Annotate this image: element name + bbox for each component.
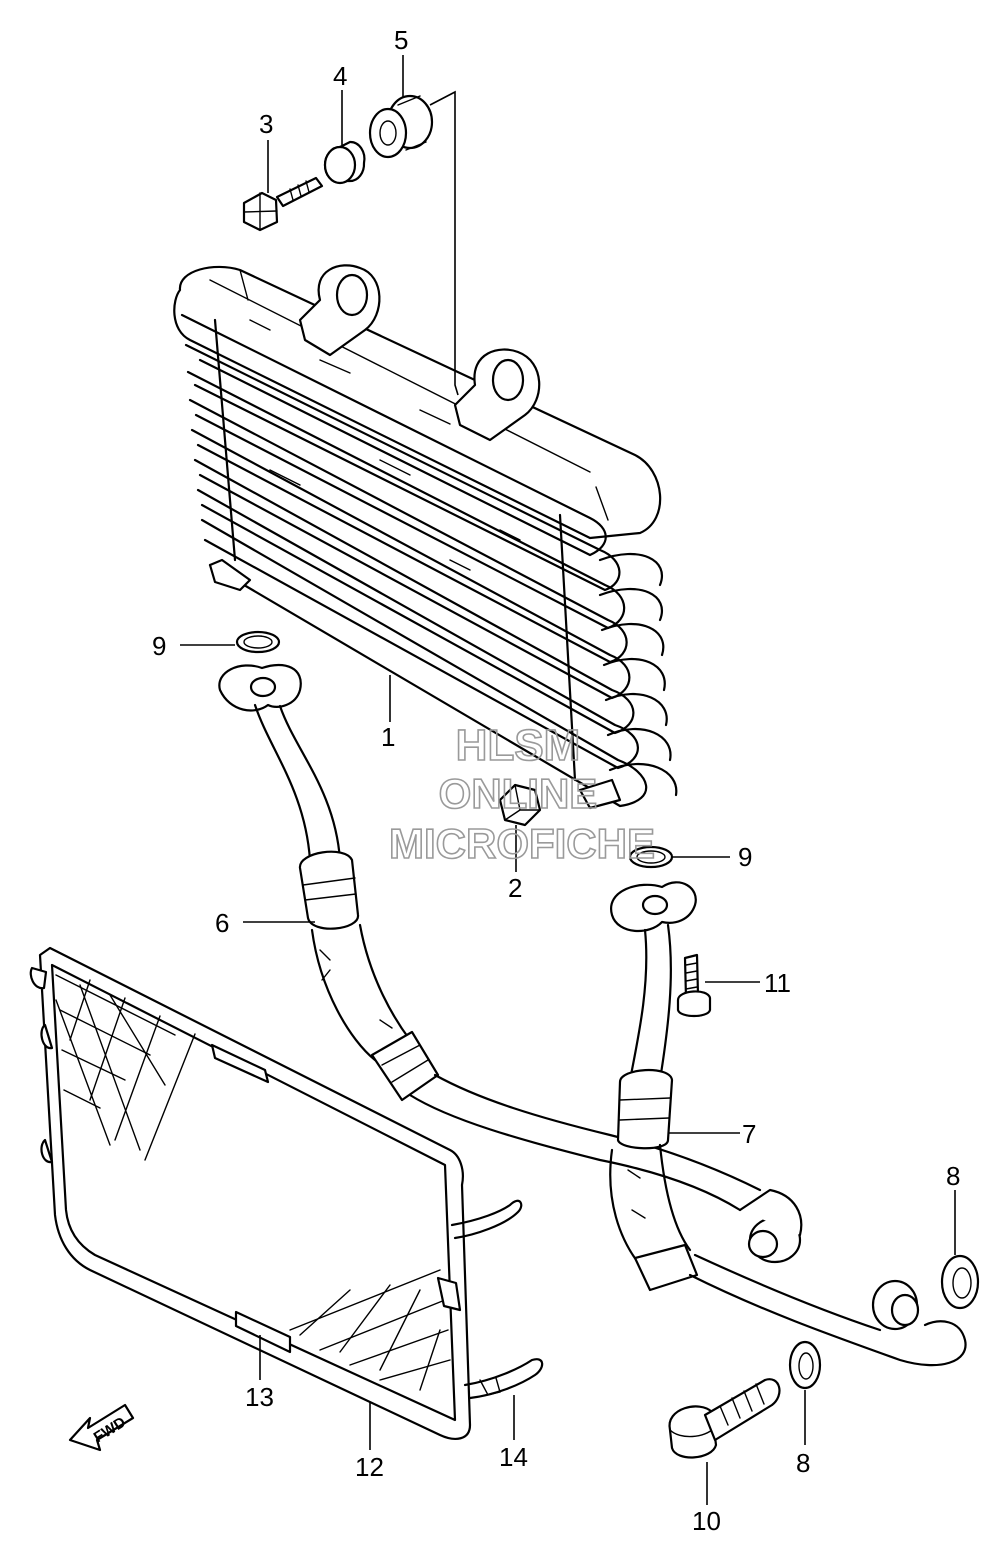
- callout-10: 10: [692, 1506, 721, 1536]
- callout-14: 14: [499, 1442, 528, 1472]
- callout-11: 11: [764, 968, 791, 998]
- watermark-line-2: ONLINE: [439, 770, 598, 817]
- part-10-union-bolt[interactable]: [668, 1378, 781, 1459]
- callout-8-right: 8: [946, 1161, 960, 1191]
- part-8-gasket-lower[interactable]: [788, 1340, 822, 1390]
- leader-lines: [180, 55, 956, 1505]
- fwd-direction-arrow: FWD: [68, 1403, 135, 1452]
- part-14-band[interactable]: [479, 1377, 501, 1396]
- callout-numbers: 1 2 3 4 5 6 7 8 8 9 9 10 11 12 13 14: [152, 25, 960, 1536]
- watermark-line-3: MICROFICHE: [389, 820, 655, 867]
- callout-8-lower: 8: [796, 1448, 810, 1478]
- callout-12: 12: [355, 1452, 384, 1482]
- part-13-clamp[interactable]: [234, 1310, 292, 1354]
- part-1-oil-cooler[interactable]: [173, 264, 678, 810]
- part-12-cooler-grille[interactable]: [29, 946, 544, 1440]
- callout-4: 4: [333, 61, 347, 91]
- part-2-nut[interactable]: [498, 783, 542, 827]
- callout-9-left: 9: [152, 631, 166, 661]
- part-3-bolt[interactable]: [242, 176, 324, 232]
- part-7-oil-hose-right[interactable]: [609, 881, 967, 1367]
- callout-3: 3: [259, 109, 273, 139]
- watermark-line-1: HLSM: [456, 721, 581, 770]
- callout-1: 1: [381, 722, 395, 752]
- part-8-gasket-right[interactable]: [940, 1254, 980, 1310]
- callout-5: 5: [394, 25, 408, 55]
- part-5-grommet[interactable]: [368, 94, 434, 159]
- callout-9-right: 9: [738, 842, 752, 872]
- part-4-collar[interactable]: [323, 140, 366, 185]
- part-11-screw[interactable]: [676, 953, 712, 1018]
- callout-2: 2: [508, 873, 522, 903]
- callout-13: 13: [245, 1382, 274, 1412]
- part-6-oil-hose-left[interactable]: [218, 663, 803, 1264]
- part-9-o-ring-left[interactable]: [235, 630, 281, 654]
- watermark: HLSM ONLINE MICROFICHE: [388, 720, 656, 868]
- callout-6: 6: [215, 908, 229, 938]
- callout-7: 7: [742, 1119, 756, 1149]
